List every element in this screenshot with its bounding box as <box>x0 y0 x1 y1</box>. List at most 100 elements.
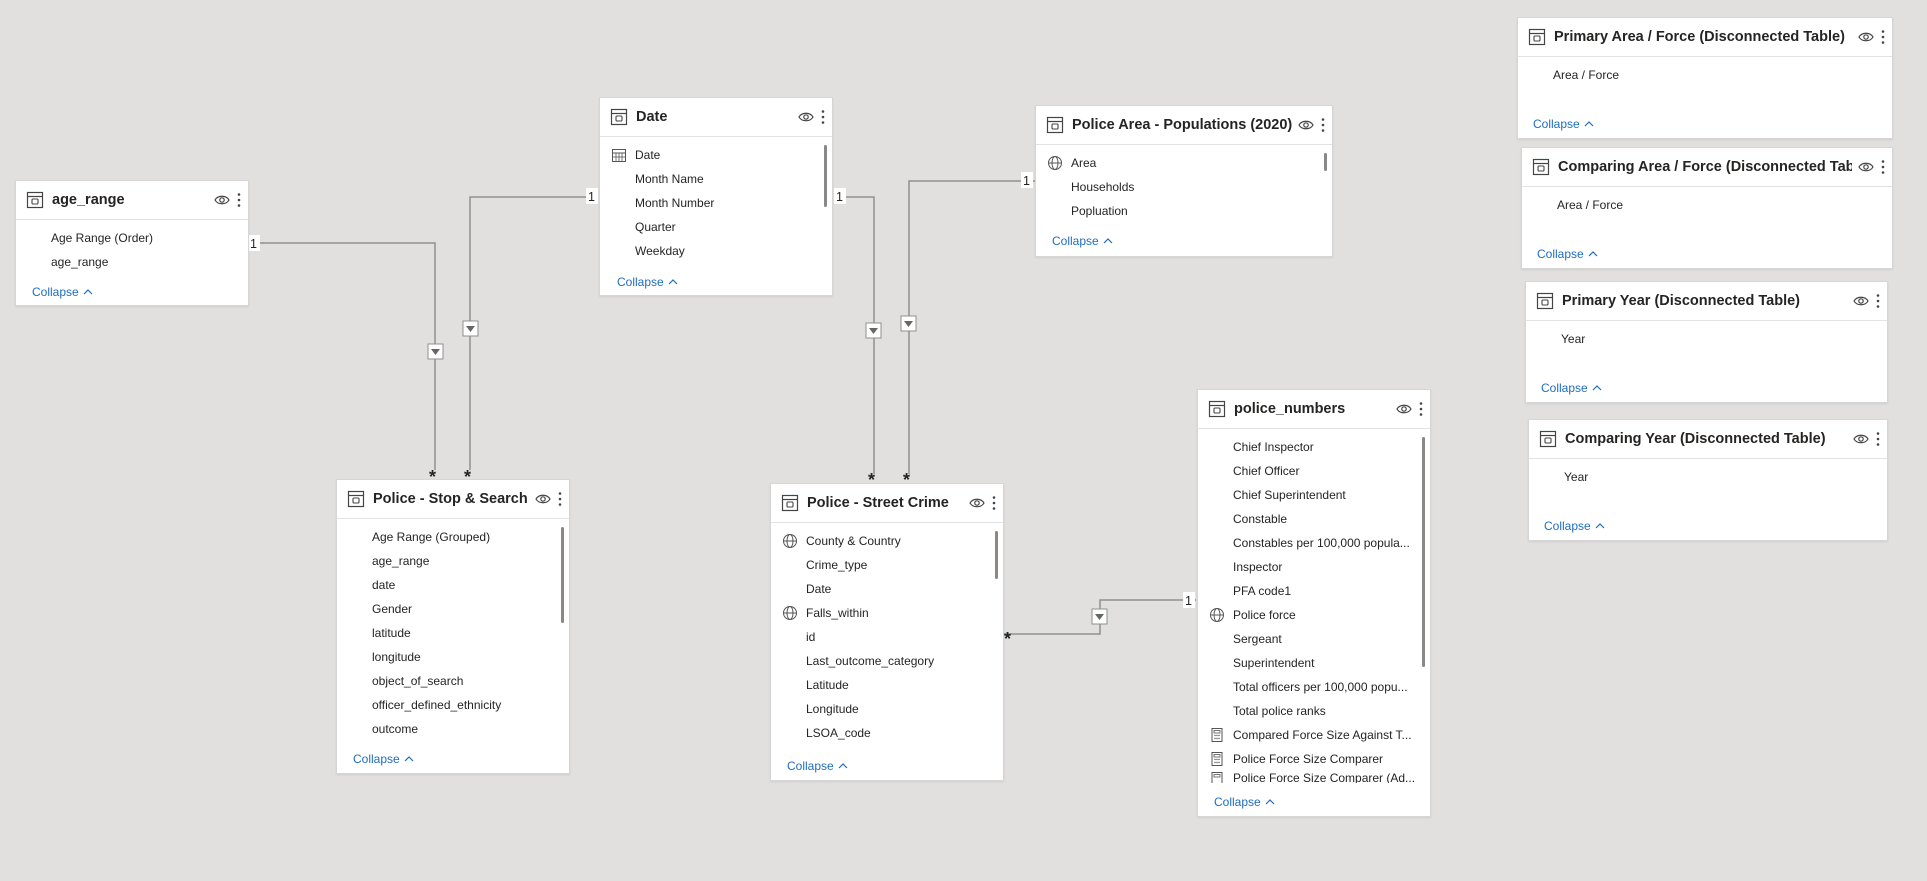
scrollbar[interactable] <box>561 527 564 623</box>
eye-icon[interactable] <box>1853 431 1869 447</box>
field-row[interactable]: Longitude <box>771 697 1003 721</box>
field-row[interactable]: Month Number <box>600 191 832 215</box>
field-row[interactable]: County & Country <box>771 529 1003 553</box>
field-row[interactable]: Area / Force <box>1522 193 1892 217</box>
eye-icon[interactable] <box>969 495 985 511</box>
field-row[interactable]: Latitude <box>771 673 1003 697</box>
table-header[interactable]: Police - Stop & Search <box>337 480 569 519</box>
more-options-icon[interactable] <box>557 491 563 507</box>
table-card-primary-year[interactable]: Primary Year (Disconnected Table) Year C… <box>1525 281 1888 403</box>
scrollbar[interactable] <box>824 145 827 207</box>
field-row[interactable]: Year <box>1529 465 1887 489</box>
field-row[interactable]: age_range <box>337 549 569 573</box>
field-row[interactable]: age_range <box>16 250 248 274</box>
eye-icon[interactable] <box>535 491 551 507</box>
eye-icon[interactable] <box>1298 117 1314 133</box>
field-row[interactable]: Area / Force <box>1518 63 1892 87</box>
collapse-button[interactable]: Collapse <box>1052 234 1113 248</box>
table-header[interactable]: Police - Street Crime <box>771 484 1003 523</box>
field-row[interactable]: Superintendent <box>1198 651 1430 675</box>
field-row[interactable]: date <box>337 573 569 597</box>
field-row[interactable]: Constables per 100,000 popula... <box>1198 531 1430 555</box>
field-row[interactable]: Month Name <box>600 167 832 191</box>
table-header[interactable]: police_numbers <box>1198 390 1430 429</box>
more-options-icon[interactable] <box>1320 117 1326 133</box>
field-row[interactable]: Chief Superintendent <box>1198 483 1430 507</box>
more-options-icon[interactable] <box>236 192 242 208</box>
field-row[interactable]: Gender <box>337 597 569 621</box>
collapse-button[interactable]: Collapse <box>1541 381 1602 395</box>
field-row[interactable]: Police Force Size Comparer (Ad... <box>1198 771 1430 783</box>
field-row[interactable]: Last_outcome_category <box>771 649 1003 673</box>
table-card-police-numbers[interactable]: police_numbers Chief Inspector Chief Off… <box>1197 389 1431 817</box>
scrollbar[interactable] <box>995 531 998 579</box>
table-card-comparing-year[interactable]: Comparing Year (Disconnected Table) Year… <box>1528 419 1888 541</box>
field-row[interactable]: Police Force Size Comparer <box>1198 747 1430 771</box>
more-options-icon[interactable] <box>820 109 826 125</box>
field-row[interactable]: Chief Officer <box>1198 459 1430 483</box>
field-row[interactable]: Compared Force Size Against T... <box>1198 723 1430 747</box>
field-row[interactable]: Police force <box>1198 603 1430 627</box>
field-row[interactable]: latitude <box>337 621 569 645</box>
table-card-street-crime[interactable]: Police - Street Crime County & Country C… <box>770 483 1004 781</box>
field-row[interactable]: Weekday <box>600 239 832 263</box>
field-row[interactable]: longitude <box>337 645 569 669</box>
field-row[interactable]: Sergeant <box>1198 627 1430 651</box>
more-options-icon[interactable] <box>1875 293 1881 309</box>
field-row[interactable]: object_of_search <box>337 669 569 693</box>
collapse-button[interactable]: Collapse <box>617 275 678 289</box>
eye-icon[interactable] <box>1858 29 1874 45</box>
scrollbar[interactable] <box>1324 153 1327 171</box>
field-row[interactable]: Crime_type <box>771 553 1003 577</box>
table-card-age-range[interactable]: age_range Age Range (Order) age_range Co… <box>15 180 249 306</box>
field-row[interactable]: Inspector <box>1198 555 1430 579</box>
field-row[interactable]: Date <box>600 143 832 167</box>
table-header[interactable]: Primary Area / Force (Disconnected Table… <box>1518 18 1892 57</box>
eye-icon[interactable] <box>1858 159 1874 175</box>
table-header[interactable]: age_range <box>16 181 248 220</box>
more-options-icon[interactable] <box>1880 159 1886 175</box>
table-header[interactable]: Comparing Area / Force (Disconnected Tab… <box>1522 148 1892 187</box>
eye-icon[interactable] <box>1853 293 1869 309</box>
field-row[interactable]: Constable <box>1198 507 1430 531</box>
table-card-comparing-area-force[interactable]: Comparing Area / Force (Disconnected Tab… <box>1521 147 1893 269</box>
collapse-button[interactable]: Collapse <box>32 285 93 299</box>
table-header[interactable]: Primary Year (Disconnected Table) <box>1526 282 1887 321</box>
more-options-icon[interactable] <box>1880 29 1886 45</box>
field-row[interactable]: Year <box>1526 327 1887 351</box>
more-options-icon[interactable] <box>991 495 997 511</box>
field-row[interactable]: Total police ranks <box>1198 699 1430 723</box>
eye-icon[interactable] <box>1396 401 1412 417</box>
field-row[interactable]: LSOA_code <box>771 721 1003 745</box>
collapse-button[interactable]: Collapse <box>1214 795 1275 809</box>
more-options-icon[interactable] <box>1875 431 1881 447</box>
field-row[interactable]: Quarter <box>600 215 832 239</box>
field-row[interactable]: Total officers per 100,000 popu... <box>1198 675 1430 699</box>
table-header[interactable]: Comparing Year (Disconnected Table) <box>1529 420 1887 459</box>
scrollbar[interactable] <box>1422 437 1425 667</box>
field-row[interactable]: Age Range (Grouped) <box>337 525 569 549</box>
field-row[interactable]: Area <box>1036 151 1332 175</box>
more-options-icon[interactable] <box>1418 401 1424 417</box>
table-card-police-area-populations[interactable]: Police Area - Populations (2020) Area Ho… <box>1035 105 1333 257</box>
field-row[interactable]: Households <box>1036 175 1332 199</box>
field-row[interactable]: officer_defined_ethnicity <box>337 693 569 717</box>
table-card-date[interactable]: Date Date Month Name Month Number Quarte… <box>599 97 833 296</box>
table-card-stop-search[interactable]: Police - Stop & Search Age Range (Groupe… <box>336 479 570 774</box>
collapse-button[interactable]: Collapse <box>1537 247 1598 261</box>
eye-icon[interactable] <box>214 192 230 208</box>
table-header[interactable]: Police Area - Populations (2020) <box>1036 106 1332 145</box>
field-row[interactable]: Date <box>771 577 1003 601</box>
table-header[interactable]: Date <box>600 98 832 137</box>
collapse-button[interactable]: Collapse <box>353 752 414 766</box>
eye-icon[interactable] <box>798 109 814 125</box>
collapse-button[interactable]: Collapse <box>1533 117 1594 131</box>
field-row[interactable]: Falls_within <box>771 601 1003 625</box>
field-row[interactable]: Age Range (Order) <box>16 226 248 250</box>
table-card-primary-area-force[interactable]: Primary Area / Force (Disconnected Table… <box>1517 17 1893 139</box>
field-row[interactable]: outcome <box>337 717 569 741</box>
field-row[interactable]: id <box>771 625 1003 649</box>
field-row[interactable]: Chief Inspector <box>1198 435 1430 459</box>
collapse-button[interactable]: Collapse <box>1544 519 1605 533</box>
